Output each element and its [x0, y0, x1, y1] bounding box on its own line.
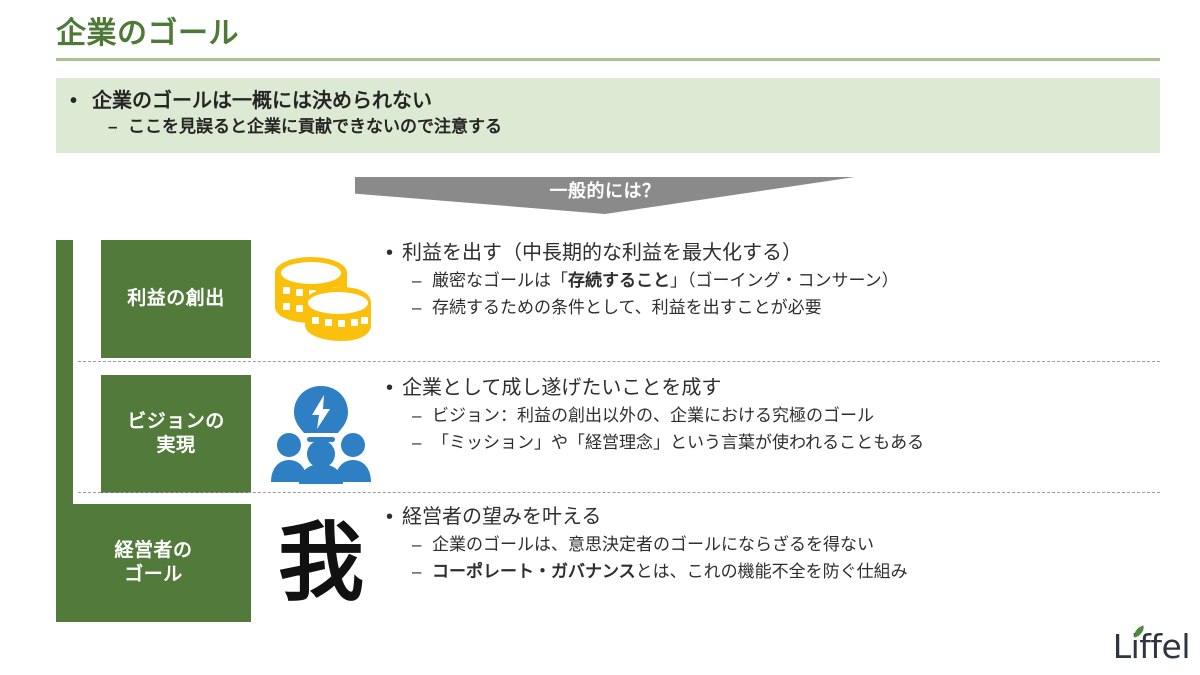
row-text-vision: • 企業として成し遂げたいことを成す –ビジョン：利益の創出以外の、企業における究…	[386, 373, 1186, 456]
row-tag-vision: ビジョンの 実現	[101, 375, 251, 493]
row-tag-line1: 経営者の	[114, 539, 193, 561]
lead-primary-line: • 企業のゴールは一概には決められない	[70, 87, 1160, 115]
dash-icon: –	[412, 535, 422, 555]
lead-dash-icon: –	[108, 117, 118, 137]
row-tag-line2: 実現	[156, 435, 196, 456]
lead-primary-text: 企業のゴールは一概には決められない	[92, 90, 432, 112]
row-sub-line: –ビジョン：利益の創出以外の、企業における究極のゴール	[386, 403, 1186, 430]
row-divider	[78, 492, 1160, 493]
brand-logo: Liffel	[1112, 625, 1191, 666]
row-tag-line2: ゴール	[124, 564, 183, 585]
dash-icon: –	[412, 297, 422, 317]
lead-secondary-line: –ここを見誤ると企業に貢献できないので注意する	[70, 115, 1160, 139]
row-tag-line1: ビジョンの	[127, 410, 225, 432]
row-main-text: 経営者の望みを叶える	[402, 506, 602, 528]
row-sub-post: とは、これの機能不全を防ぐ仕組み	[635, 561, 908, 581]
kanji-glyph: 我	[278, 512, 364, 613]
brand-logo-label: Liffel	[1112, 627, 1191, 666]
row-sub-line: –「ミッション」や「経営理念」という言葉が使われることもある	[386, 430, 1186, 457]
row-text-executive: •経営者の望みを叶える –企業のゴールは、意思決定者のゴールにならざるを得ない …	[386, 502, 1186, 585]
row-main-line: • 利益を出す（中長期的な利益を最大化する）	[386, 238, 1186, 268]
row-tag-profit: 利益の創出	[101, 240, 251, 358]
lead-callout-box: • 企業のゴールは一概には決められない –ここを見誤ると企業に貢献できないので注意…	[56, 78, 1160, 153]
bullet-icon: •	[386, 242, 394, 264]
goal-row-executive: 経営者の ゴール 我 • 経営者の望みを叶える –企業のゴールは、意思決定者のゴー…	[0, 504, 1200, 622]
row-divider	[78, 361, 1160, 362]
row-sub-bold: 存続すること	[568, 271, 670, 291]
row-sub-pre: 存続するための条件として、利益を出すことが必要	[432, 297, 822, 317]
dash-icon: –	[412, 406, 422, 426]
lead-bullet-icon: •	[70, 90, 78, 112]
row-sub-line: –存続するための条件として、利益を出すことが必要	[386, 295, 1186, 322]
row-sub-pre: ビジョン：利益の創出以外の、企業における究極のゴール	[432, 406, 874, 426]
brand-logo-text: Liffel	[1112, 625, 1191, 666]
row-tag-executive: 経営者の ゴール	[56, 504, 251, 622]
row-main-line: • 企業として成し遂げたいことを成す	[386, 373, 1186, 403]
goal-row-profit: 利益の創出	[0, 240, 1200, 358]
dash-icon: –	[412, 561, 422, 581]
row-main-text: 企業として成し遂げたいことを成す	[402, 377, 722, 399]
lead-secondary-text: ここを見誤ると企業に貢献できないので注意する	[128, 117, 502, 137]
title-divider	[56, 58, 1160, 61]
dash-icon: –	[412, 271, 422, 291]
coins-icon	[256, 240, 386, 358]
row-sub-pre: 厳密なゴールは「	[432, 271, 568, 291]
row-main-text: 利益を出す（中長期的な利益を最大化する）	[402, 242, 802, 264]
lightbulb-people-icon	[256, 375, 386, 493]
row-sub-bold: コーポレート・ガバナンス	[432, 561, 636, 581]
bullet-icon: •	[386, 506, 394, 528]
dash-icon: –	[412, 432, 422, 452]
row-sub-post: 」（ゴーイング・コンサーン）	[670, 271, 899, 291]
chevron-banner-label: 一般的には？	[549, 181, 661, 201]
row-main-line: • 経営者の望みを叶える	[386, 502, 1186, 532]
row-sub-line: –企業のゴールは、意思決定者のゴールにならざるを得ない	[386, 532, 1186, 559]
row-text-profit: • 利益を出す（中長期的な利益を最大化する） –厳密なゴールは「存続すること」（ゴ…	[386, 238, 1186, 321]
row-sub-pre: 企業のゴールは、意思決定者のゴールにならざるを得ない	[432, 535, 874, 555]
page-title: 企業のゴール	[56, 17, 239, 50]
goal-row-vision: ビジョンの 実現	[0, 375, 1200, 493]
row-sub-line: –厳密なゴールは「存続すること」（ゴーイング・コンサーン）	[386, 268, 1186, 295]
kanji-ware-icon: 我	[256, 504, 386, 622]
row-sub-pre: 「ミッション」や「経営理念」という言葉が使われることもある	[432, 432, 925, 452]
bullet-icon: •	[386, 377, 394, 399]
row-sub-line: –コーポレート・ガバナンスとは、これの機能不全を防ぐ仕組み	[386, 559, 1186, 586]
